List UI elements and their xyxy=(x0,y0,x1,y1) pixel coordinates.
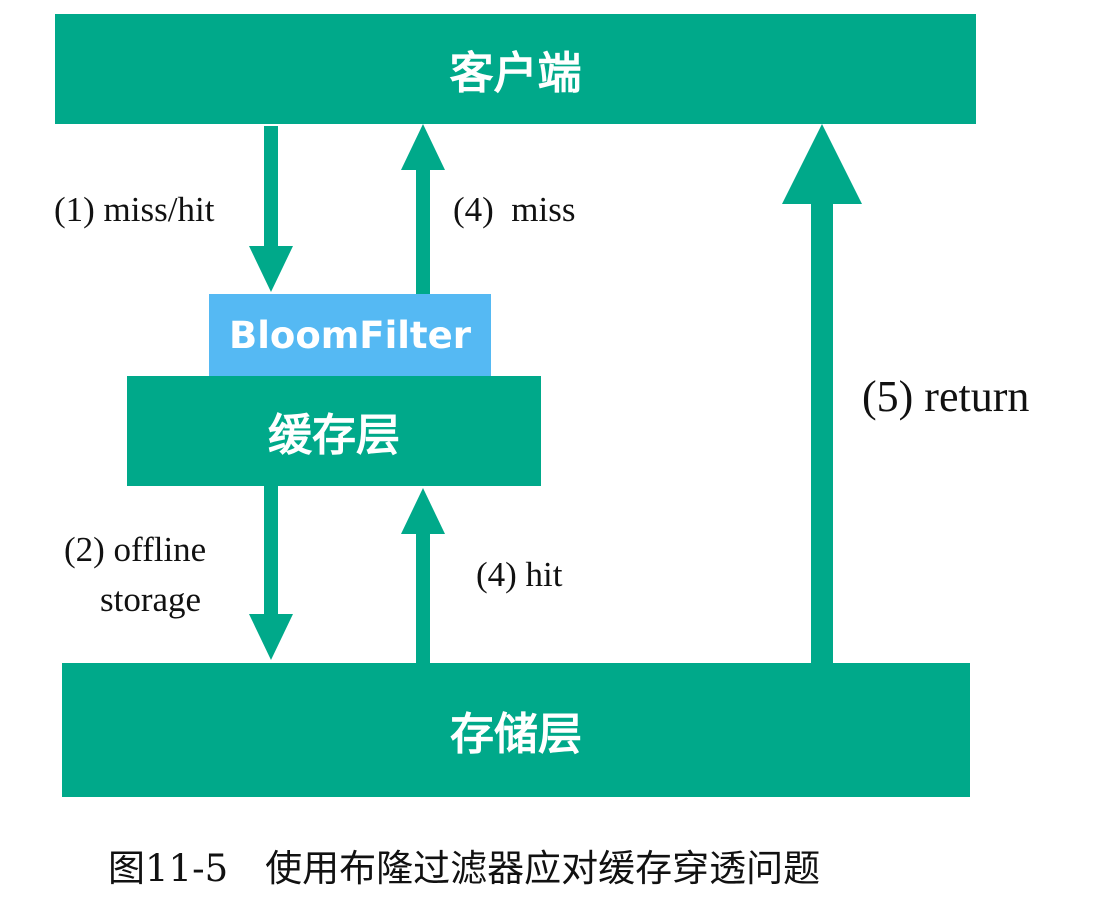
edge-label-offline-line1: (2) offline xyxy=(64,530,207,569)
edge-label-miss: (4) miss xyxy=(453,190,576,229)
figure-caption: 图11-5 使用布隆过滤器应对缓存穿透问题 xyxy=(108,847,821,890)
cache-layer-label: 缓存层 xyxy=(268,410,400,461)
storage-layer-label: 存储层 xyxy=(450,709,582,760)
cache-layer-box: 缓存层 xyxy=(127,376,541,486)
arrow-cache-to-storage xyxy=(249,486,293,660)
arrow-storage-to-client xyxy=(782,124,862,663)
bloomfilter-label: BloomFilter xyxy=(229,314,471,357)
edge-label-hit: (4) hit xyxy=(476,555,563,594)
edge-label-return: (5) return xyxy=(862,372,1030,421)
storage-layer-box: 存储层 xyxy=(62,663,970,797)
arrow-client-to-bloomfilter xyxy=(249,126,293,292)
edge-label-offline-line2: storage xyxy=(100,580,202,619)
arrow-storage-to-cache xyxy=(401,488,445,663)
client-box: 客户端 xyxy=(55,14,976,124)
bloomfilter-box: BloomFilter xyxy=(209,294,491,377)
edge-label-miss-hit: (1) miss/hit xyxy=(54,190,215,229)
client-label: 客户端 xyxy=(449,48,582,99)
arrow-bloomfilter-to-client xyxy=(401,124,445,296)
